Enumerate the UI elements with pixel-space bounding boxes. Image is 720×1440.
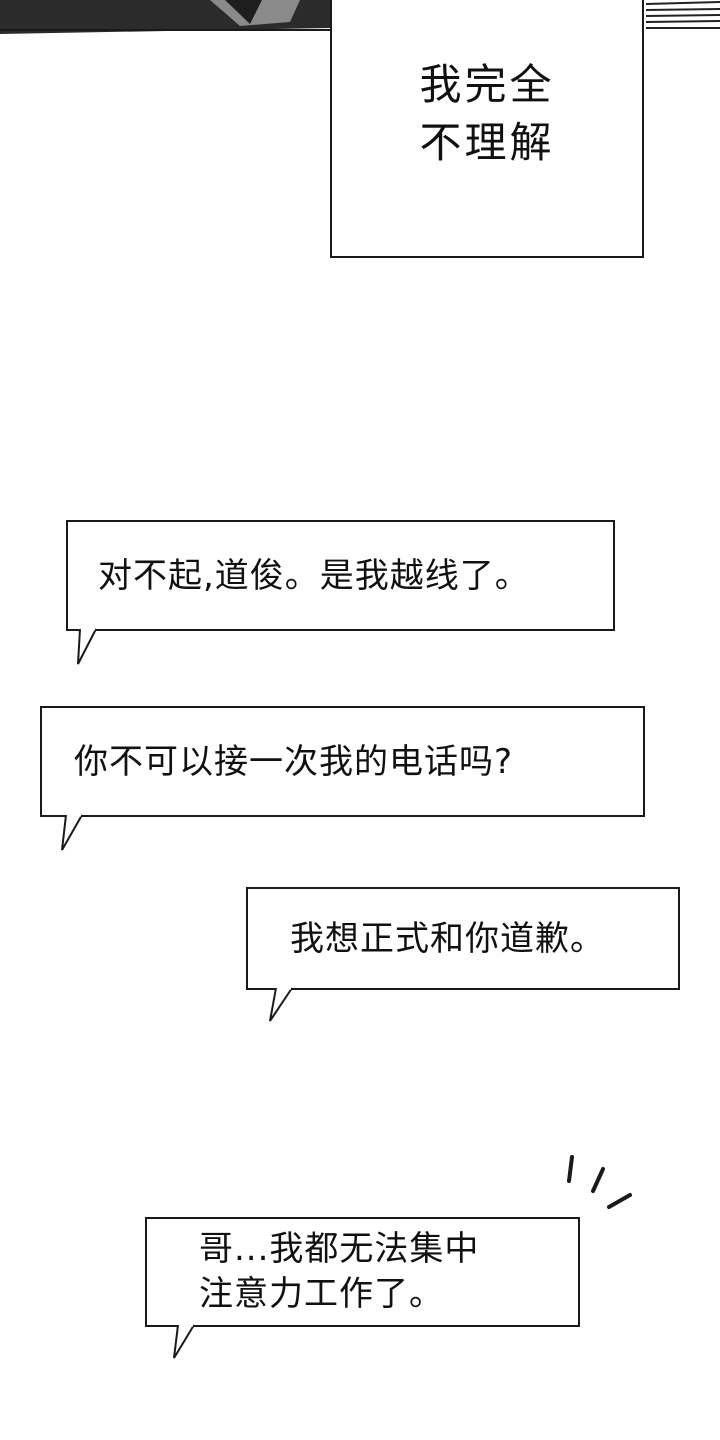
speech-bubble-2-tail: [61, 813, 83, 851]
speech-bubble-2-text: 你不可以接一次我的电话吗?: [74, 741, 514, 782]
speech-bubble-1-text: 对不起,道俊。是我越线了。: [98, 555, 530, 596]
top-panel-art: [0, 0, 720, 34]
speech-bubble-3-text: 我想正式和你道歉。: [290, 918, 605, 959]
speech-bubble-3: 我想正式和你道歉。: [246, 887, 680, 990]
speech-bubble-1: 对不起,道俊。是我越线了。: [66, 520, 615, 631]
speech-bubble-2: 你不可以接一次我的电话吗?: [40, 706, 645, 817]
vibration-sfx-icon: [567, 1155, 632, 1209]
speech-bubble-4-text: 哥...我都无法集中 注意力工作了。: [199, 1229, 480, 1314]
speech-bubble-3-tail: [269, 986, 293, 1022]
narration-box: 我完全 不理解: [330, 0, 644, 258]
speed-lines: [645, 1, 720, 29]
narration-text: 我完全 不理解: [419, 60, 555, 167]
hair-strand: [225, 0, 262, 24]
speech-bubble-1-tail: [77, 627, 97, 665]
speech-bubble-4-tail: [173, 1323, 195, 1359]
speech-bubble-4: 哥...我都无法集中 注意力工作了。: [145, 1217, 580, 1327]
